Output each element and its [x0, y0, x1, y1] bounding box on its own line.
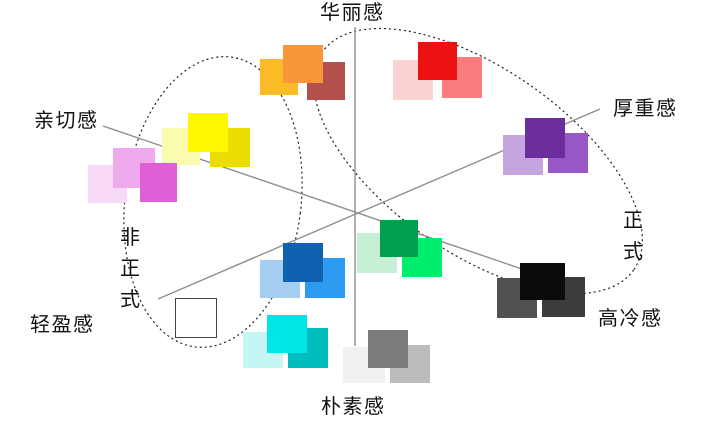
swatch-white-1: [175, 298, 217, 338]
label-formal-right: 正式: [623, 210, 643, 263]
swatch-cyan-3: [267, 315, 307, 353]
swatch-red-3: [418, 42, 457, 80]
label-informal-left: 非正式: [120, 227, 140, 311]
swatch-blue-3: [283, 243, 323, 282]
label-friendly-left: 亲切感: [34, 110, 99, 132]
swatch-magenta-3: [140, 163, 177, 202]
swatch-purple-3: [525, 118, 565, 158]
label-heavy-right: 厚重感: [613, 98, 678, 120]
swatch-yellow-3: [188, 113, 228, 152]
swatch-gray-3: [368, 330, 408, 368]
label-gorgeous-top: 华丽感: [320, 2, 385, 24]
swatch-green-3: [380, 220, 418, 257]
label-light-bottom-left: 轻盈感: [30, 314, 95, 336]
label-plain-bottom: 朴素感: [321, 396, 386, 418]
label-cold-bottom-right: 高冷感: [598, 308, 663, 330]
informal-group-ellipse: [123, 56, 303, 348]
swatch-orange-3: [283, 45, 323, 83]
swatch-black-3: [520, 263, 565, 300]
